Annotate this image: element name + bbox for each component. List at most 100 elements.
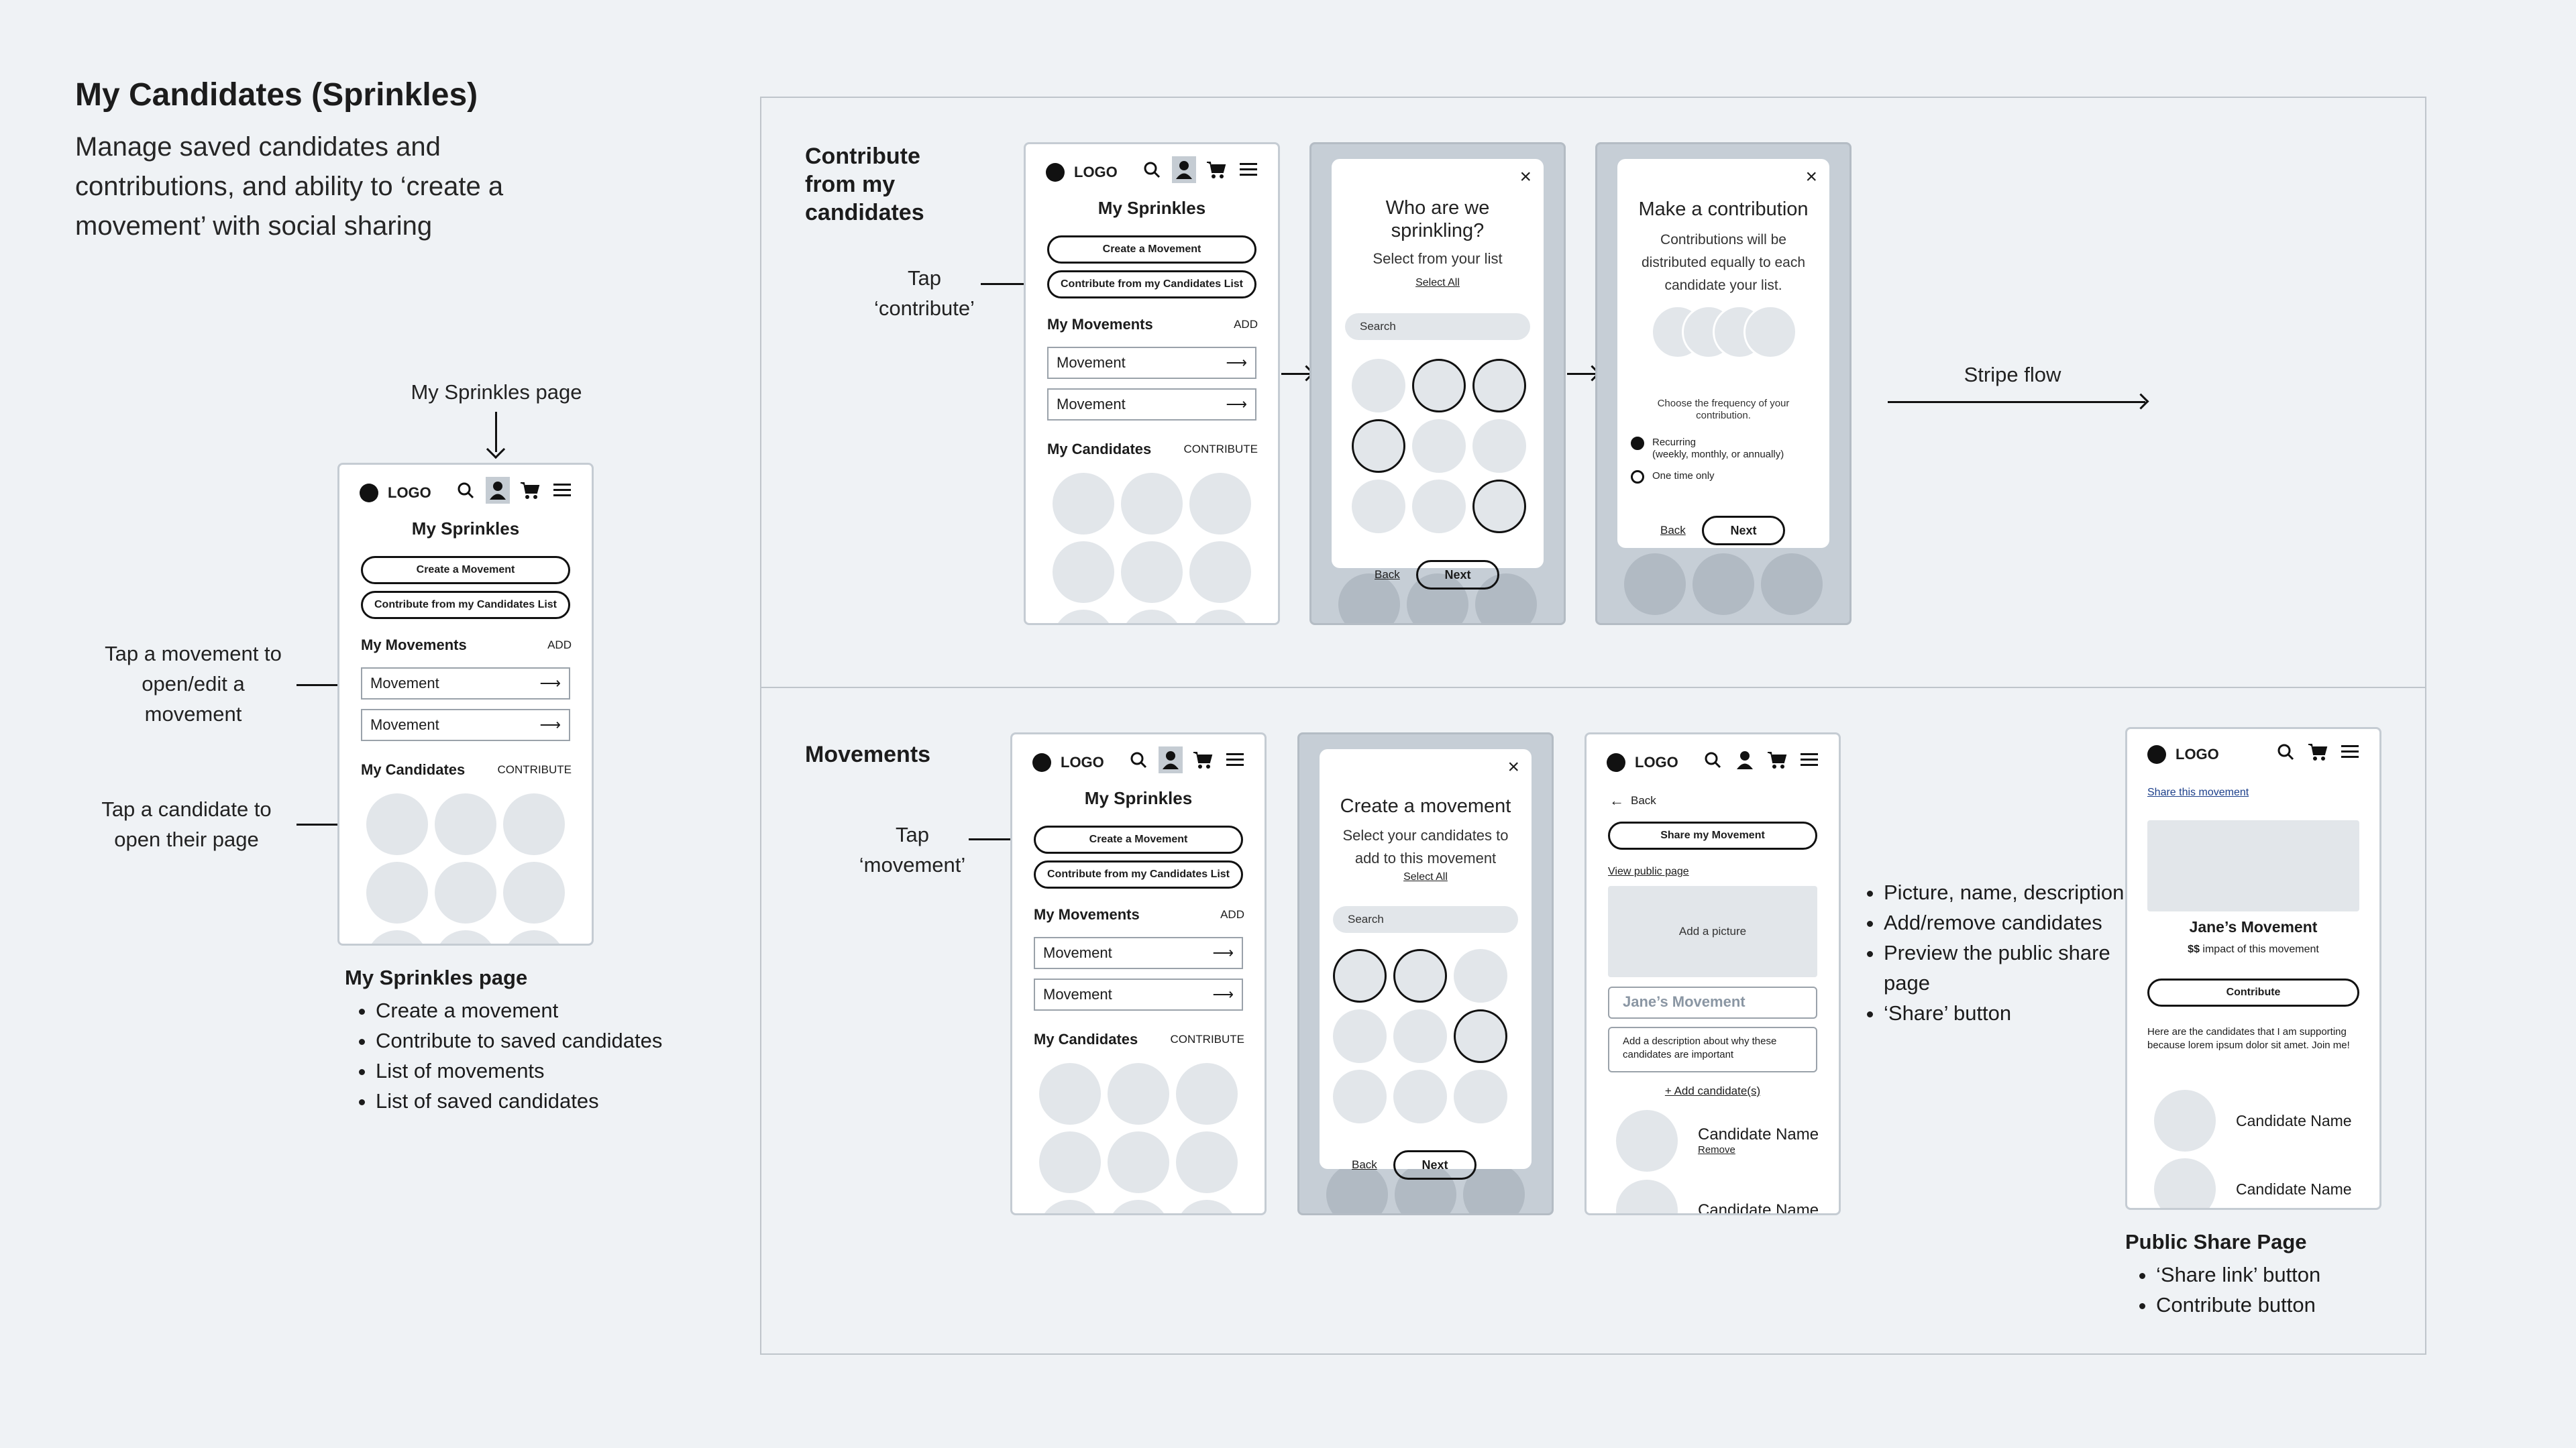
- candidate-option[interactable]: [1412, 480, 1466, 533]
- add-movement-link[interactable]: ADD: [1220, 908, 1244, 921]
- back-link[interactable]: Back: [1352, 1158, 1377, 1171]
- candidate-avatar[interactable]: [366, 862, 428, 924]
- profile-icon[interactable]: [1159, 746, 1183, 773]
- back-link[interactable]: Back: [1660, 524, 1686, 537]
- candidate-option-selected[interactable]: [1333, 949, 1387, 1003]
- create-movement-button[interactable]: Create a Movement: [1047, 235, 1256, 264]
- candidate-avatar[interactable]: [1176, 1200, 1238, 1213]
- candidate-option[interactable]: [1393, 1070, 1447, 1123]
- add-movement-link[interactable]: ADD: [547, 638, 572, 651]
- candidate-option[interactable]: [1333, 1070, 1387, 1123]
- share-movement-link[interactable]: Share this movement: [2147, 787, 2249, 798]
- add-candidates-link[interactable]: + Add candidate(s): [1664, 1084, 1761, 1097]
- profile-icon[interactable]: [1733, 746, 1757, 773]
- contribute-link[interactable]: CONTRIBUTE: [1170, 1033, 1245, 1046]
- cart-icon[interactable]: [518, 477, 542, 504]
- candidate-option-selected[interactable]: [1472, 480, 1526, 533]
- candidate-option[interactable]: [1333, 1009, 1387, 1063]
- profile-icon[interactable]: [1172, 156, 1196, 183]
- candidate-row[interactable]: Candidate Name: [2154, 1158, 2352, 1208]
- movement-description-input[interactable]: Add a description about why these candid…: [1608, 1027, 1817, 1072]
- candidate-avatar[interactable]: [1189, 473, 1251, 535]
- candidate-avatar[interactable]: [1039, 1063, 1101, 1125]
- view-public-link[interactable]: View public page: [1608, 866, 1689, 877]
- candidate-avatar[interactable]: [1053, 541, 1114, 603]
- search-icon[interactable]: [1126, 746, 1150, 773]
- candidate-option[interactable]: [1393, 1009, 1447, 1063]
- candidate-avatar[interactable]: [1189, 541, 1251, 603]
- candidate-option[interactable]: [1454, 949, 1507, 1003]
- menu-icon[interactable]: [1223, 746, 1247, 773]
- candidate-avatar[interactable]: [503, 862, 565, 924]
- next-button[interactable]: Next: [1416, 560, 1499, 590]
- candidate-avatar[interactable]: [1108, 1131, 1169, 1193]
- candidate-avatar[interactable]: [435, 862, 496, 924]
- candidate-avatar[interactable]: [503, 793, 565, 855]
- movement-row[interactable]: Movement⟶: [1034, 979, 1243, 1011]
- menu-icon[interactable]: [1797, 746, 1821, 773]
- add-movement-link[interactable]: ADD: [1234, 318, 1258, 331]
- search-input[interactable]: Search: [1333, 906, 1518, 933]
- cart-icon[interactable]: [1191, 746, 1215, 773]
- movement-name-input[interactable]: Jane’s Movement: [1608, 987, 1817, 1019]
- back-link[interactable]: ←Back: [1609, 792, 1656, 810]
- close-icon[interactable]: ×: [1805, 166, 1817, 188]
- radio-recurring[interactable]: Recurring(weekly, monthly, or annually): [1631, 437, 1784, 461]
- cart-icon[interactable]: [2306, 738, 2330, 765]
- candidate-avatar[interactable]: [435, 930, 496, 944]
- select-all-link[interactable]: Select All: [1415, 277, 1460, 288]
- close-icon[interactable]: ×: [1519, 166, 1532, 188]
- candidate-option-selected[interactable]: [1472, 359, 1526, 412]
- contribute-link[interactable]: CONTRIBUTE: [497, 763, 572, 776]
- search-input[interactable]: Search: [1345, 313, 1530, 340]
- search-icon[interactable]: [453, 477, 478, 504]
- candidate-avatar[interactable]: [1053, 473, 1114, 535]
- search-icon[interactable]: [1140, 156, 1164, 183]
- select-all-link[interactable]: Select All: [1403, 871, 1448, 883]
- contribute-list-button[interactable]: Contribute from my Candidates List: [1047, 270, 1256, 298]
- search-icon[interactable]: [2273, 738, 2298, 765]
- menu-icon[interactable]: [550, 477, 574, 504]
- next-button[interactable]: Next: [1393, 1150, 1477, 1180]
- contribute-button[interactable]: Contribute: [2147, 979, 2359, 1007]
- next-button[interactable]: Next: [1702, 516, 1785, 545]
- candidate-avatar[interactable]: [1108, 1200, 1169, 1213]
- candidate-option[interactable]: [1352, 359, 1405, 412]
- radio-one-time[interactable]: One time only: [1631, 470, 1715, 484]
- candidate-option[interactable]: [1412, 419, 1466, 473]
- candidate-option[interactable]: [1352, 480, 1405, 533]
- candidate-avatar[interactable]: [1121, 610, 1183, 623]
- movement-row[interactable]: Movement⟶: [361, 709, 570, 741]
- cart-icon[interactable]: [1765, 746, 1789, 773]
- candidate-option-selected[interactable]: [1393, 949, 1447, 1003]
- candidate-avatar[interactable]: [503, 930, 565, 944]
- candidate-option-selected[interactable]: [1454, 1009, 1507, 1063]
- create-movement-button[interactable]: Create a Movement: [1034, 826, 1243, 854]
- candidate-avatar[interactable]: [366, 793, 428, 855]
- candidate-option-selected[interactable]: [1412, 359, 1466, 412]
- movement-row[interactable]: Movement⟶: [1047, 388, 1256, 421]
- candidate-option-selected[interactable]: [1352, 419, 1405, 473]
- create-movement-button[interactable]: Create a Movement: [361, 556, 570, 584]
- candidate-avatar[interactable]: [1108, 1063, 1169, 1125]
- candidate-option[interactable]: [1454, 1070, 1507, 1123]
- movement-row[interactable]: Movement⟶: [1047, 347, 1256, 379]
- share-movement-button[interactable]: Share my Movement: [1608, 822, 1817, 850]
- candidate-avatar[interactable]: [1176, 1131, 1238, 1193]
- candidate-avatar[interactable]: [1121, 541, 1183, 603]
- profile-icon[interactable]: [486, 477, 510, 504]
- back-link[interactable]: Back: [1375, 568, 1400, 581]
- candidate-row[interactable]: Candidate Name: [2154, 1090, 2352, 1152]
- search-icon[interactable]: [1701, 746, 1725, 773]
- menu-icon[interactable]: [2338, 738, 2362, 765]
- candidate-option[interactable]: [1472, 419, 1526, 473]
- candidate-avatar[interactable]: [1053, 610, 1114, 623]
- add-picture-placeholder[interactable]: Add a picture: [1608, 886, 1817, 977]
- candidate-avatar[interactable]: [435, 793, 496, 855]
- candidate-avatar[interactable]: [1189, 610, 1251, 623]
- candidate-avatar[interactable]: [366, 930, 428, 944]
- close-icon[interactable]: ×: [1507, 756, 1519, 778]
- menu-icon[interactable]: [1236, 156, 1260, 183]
- movement-row[interactable]: Movement⟶: [361, 667, 570, 700]
